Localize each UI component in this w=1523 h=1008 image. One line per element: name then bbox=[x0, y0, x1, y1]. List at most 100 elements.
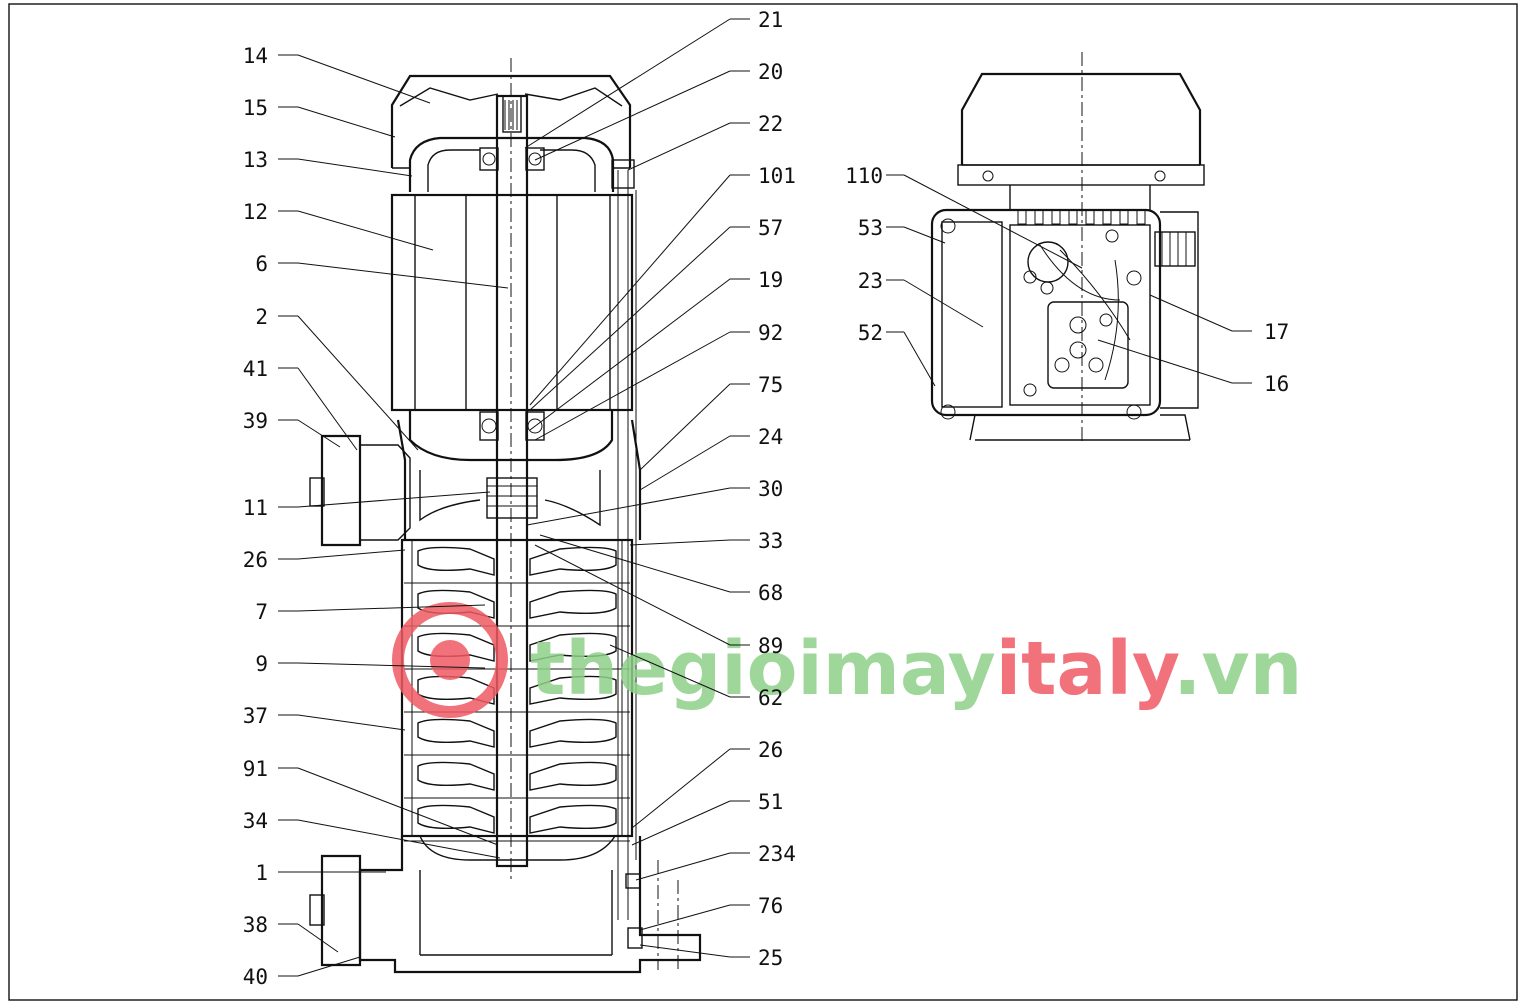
stage-impeller-left bbox=[417, 718, 495, 748]
end-shield bbox=[408, 136, 615, 192]
callout-label-40: 40 bbox=[243, 965, 268, 989]
callout-label-38: 38 bbox=[243, 913, 268, 937]
callout-label-110: 110 bbox=[845, 164, 883, 188]
callout-label-11: 11 bbox=[243, 496, 268, 520]
callout-label-234: 234 bbox=[758, 842, 796, 866]
motor-housing bbox=[390, 193, 634, 412]
fin bbox=[1136, 209, 1146, 225]
callout-leader bbox=[609, 644, 731, 698]
callout-label-14: 14 bbox=[243, 44, 268, 68]
callout-leader bbox=[297, 767, 499, 846]
suction-flange bbox=[320, 854, 362, 967]
callout-label-37: 37 bbox=[243, 704, 268, 728]
callout-label-15: 15 bbox=[243, 96, 268, 120]
callout-leader bbox=[297, 315, 419, 451]
callout-leader bbox=[524, 18, 731, 149]
callout-leader bbox=[297, 662, 486, 669]
terminal-box bbox=[930, 208, 1162, 417]
svg-text:thegioimayitaly.vn: thegioimayitaly.vn bbox=[530, 626, 1302, 712]
callout-label-6: 6 bbox=[255, 252, 268, 276]
callout-leader bbox=[529, 226, 731, 411]
stage-impeller-left bbox=[417, 761, 495, 791]
callout-leader bbox=[297, 714, 406, 731]
pump-base bbox=[358, 836, 702, 974]
callout-label-9: 9 bbox=[255, 652, 268, 676]
callout-label-53: 53 bbox=[858, 216, 883, 240]
callout-label-26a: 26 bbox=[243, 548, 268, 572]
fin bbox=[1017, 209, 1027, 225]
callout-leader bbox=[297, 923, 339, 953]
fin bbox=[1102, 209, 1112, 225]
callout-leader bbox=[903, 226, 946, 244]
callout-leader bbox=[529, 174, 731, 406]
watermark-logo-ring bbox=[392, 602, 508, 718]
callout-leader bbox=[534, 70, 731, 161]
callout-label-17: 17 bbox=[1264, 320, 1289, 344]
callout-leader bbox=[534, 544, 731, 646]
stage-impeller-left bbox=[417, 546, 495, 576]
fin bbox=[1068, 209, 1078, 225]
callout-leader bbox=[635, 852, 731, 881]
callout-label-57: 57 bbox=[758, 216, 783, 240]
callout-leader bbox=[639, 435, 731, 491]
stage-impeller-right bbox=[529, 761, 617, 791]
callout-leader bbox=[629, 539, 731, 546]
pump-stages bbox=[404, 546, 630, 842]
callout-label-76: 76 bbox=[758, 894, 783, 918]
callout-label-26b: 26 bbox=[758, 738, 783, 762]
stage-impeller-right bbox=[529, 675, 617, 705]
callout-label-33: 33 bbox=[758, 529, 783, 553]
callout-leader bbox=[903, 279, 984, 328]
watermark-text-green: thegioimay bbox=[530, 626, 996, 712]
callout-leader bbox=[297, 106, 396, 138]
terminal-board bbox=[1047, 301, 1129, 389]
callout-label-30: 30 bbox=[758, 477, 783, 501]
callout-leader bbox=[1097, 339, 1233, 384]
watermark: thegioimayitaly.vn bbox=[392, 602, 1302, 718]
callout-label-91: 91 bbox=[243, 757, 268, 781]
callout-leader bbox=[297, 491, 491, 508]
callout-leader bbox=[297, 367, 358, 451]
stage-impeller-left bbox=[417, 804, 495, 834]
lantern-bracket bbox=[396, 419, 642, 540]
callout-label-7: 7 bbox=[255, 600, 268, 624]
callout-leader bbox=[631, 800, 731, 846]
callout-leader bbox=[297, 419, 341, 448]
callout-label-13: 13 bbox=[243, 148, 268, 172]
callout-label-89: 89 bbox=[758, 634, 783, 658]
callout-label-34: 34 bbox=[243, 809, 268, 833]
callout-leader bbox=[639, 944, 731, 958]
callout-leader bbox=[631, 748, 731, 829]
detail-fan-cover bbox=[960, 72, 1202, 165]
callout-label-23: 23 bbox=[858, 269, 883, 293]
callout-label-12: 12 bbox=[243, 200, 268, 224]
pump-section bbox=[309, 58, 702, 974]
callout-leader bbox=[1149, 294, 1233, 332]
callout-leader bbox=[903, 331, 936, 387]
callout-label-21: 21 bbox=[758, 8, 783, 32]
stage-impeller-left bbox=[417, 675, 495, 705]
callout-label-101: 101 bbox=[758, 164, 796, 188]
callout-leader bbox=[639, 383, 731, 471]
callout-label-20: 20 bbox=[758, 60, 783, 84]
callout-leader bbox=[639, 904, 731, 931]
callout-leader bbox=[529, 278, 731, 431]
callout-label-16: 16 bbox=[1264, 372, 1289, 396]
callout-leader bbox=[297, 604, 486, 612]
fin bbox=[1034, 209, 1044, 225]
drawing-frame bbox=[8, 3, 1518, 1001]
stage-impeller-right bbox=[529, 718, 617, 748]
callout-leader bbox=[297, 819, 501, 859]
callout-label-51: 51 bbox=[758, 790, 783, 814]
stage-impeller-right bbox=[529, 546, 617, 576]
callout-label-19: 19 bbox=[758, 268, 783, 292]
callout-leader bbox=[539, 534, 731, 593]
callout-leader bbox=[297, 210, 434, 251]
fin bbox=[1051, 209, 1061, 225]
callout-label-52: 52 bbox=[858, 321, 883, 345]
fin bbox=[1119, 209, 1129, 225]
